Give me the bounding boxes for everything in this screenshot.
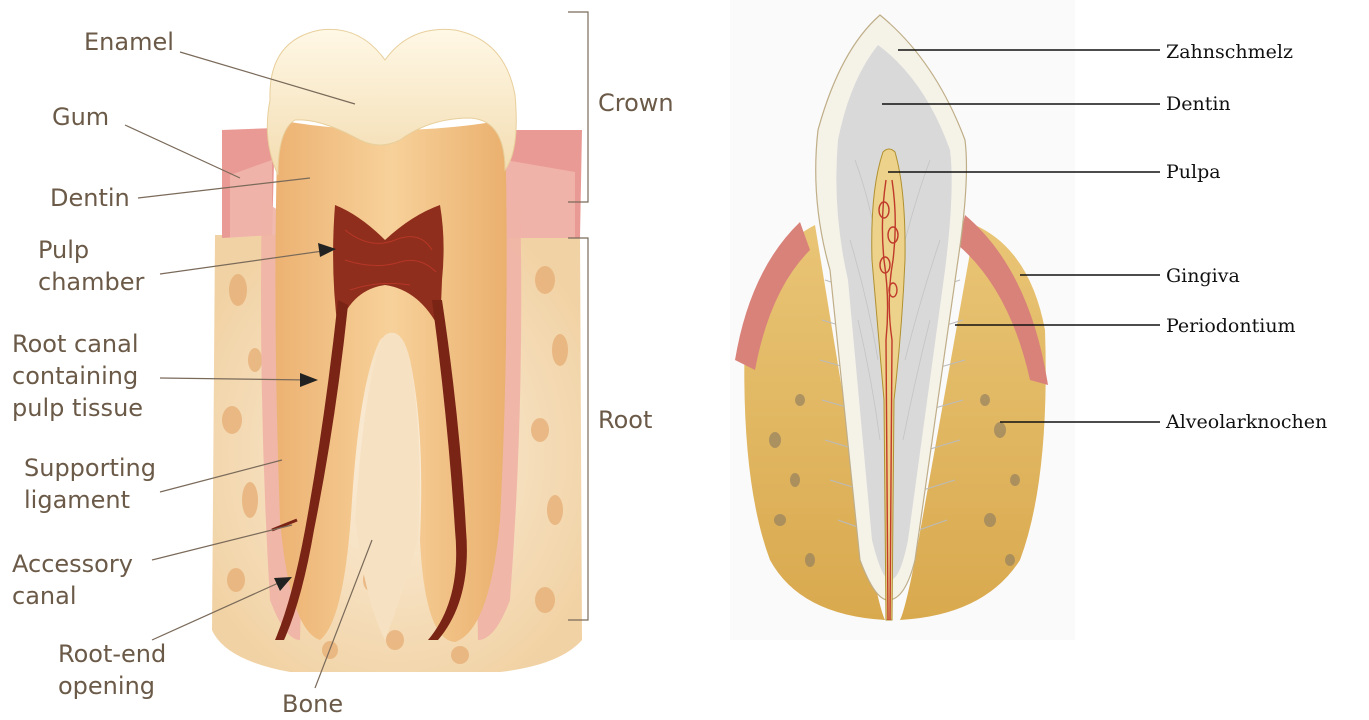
enamel-label: Enamel [84,28,174,56]
root-label: Root [598,406,652,434]
right-tooth-diagram: Zahnschmelz Dentin Pulpa Gingiva Periodo… [730,0,1327,640]
gum-label: Gum [52,103,109,131]
root-canal-label-line3: pulp tissue [12,394,143,422]
pulp-chamber-label-line2: chamber [38,268,144,296]
gingiva-label: Gingiva [1166,265,1240,287]
ligament-label-line1: Supporting [24,454,156,482]
crown-label: Crown [598,89,674,117]
root-canal-label-line1: Root canal [12,330,139,358]
left-tooth-diagram: Enamel Gum Dentin Pulp chamber Root cana… [12,12,674,718]
accessory-canal-label-line1: Accessory [12,550,133,578]
pulpa-label: Pulpa [1166,161,1221,183]
root-end-label-line2: opening [58,672,155,700]
dentin-label: Dentin [50,184,130,212]
dentin-label-right: Dentin [1166,93,1231,115]
pulp-chamber-label-line1: Pulp [38,236,89,264]
accessory-canal-label-line2: canal [12,582,77,610]
ligament-label-line2: ligament [24,486,130,514]
bone-label: Bone [282,690,343,718]
alveolarknochen-label: Alveolarknochen [1165,411,1327,433]
root-end-label-line1: Root-end [58,640,166,668]
root-canal-label-line2: containing [12,362,138,390]
periodontium-label: Periodontium [1166,315,1296,337]
zahnschmelz-label: Zahnschmelz [1166,41,1293,63]
